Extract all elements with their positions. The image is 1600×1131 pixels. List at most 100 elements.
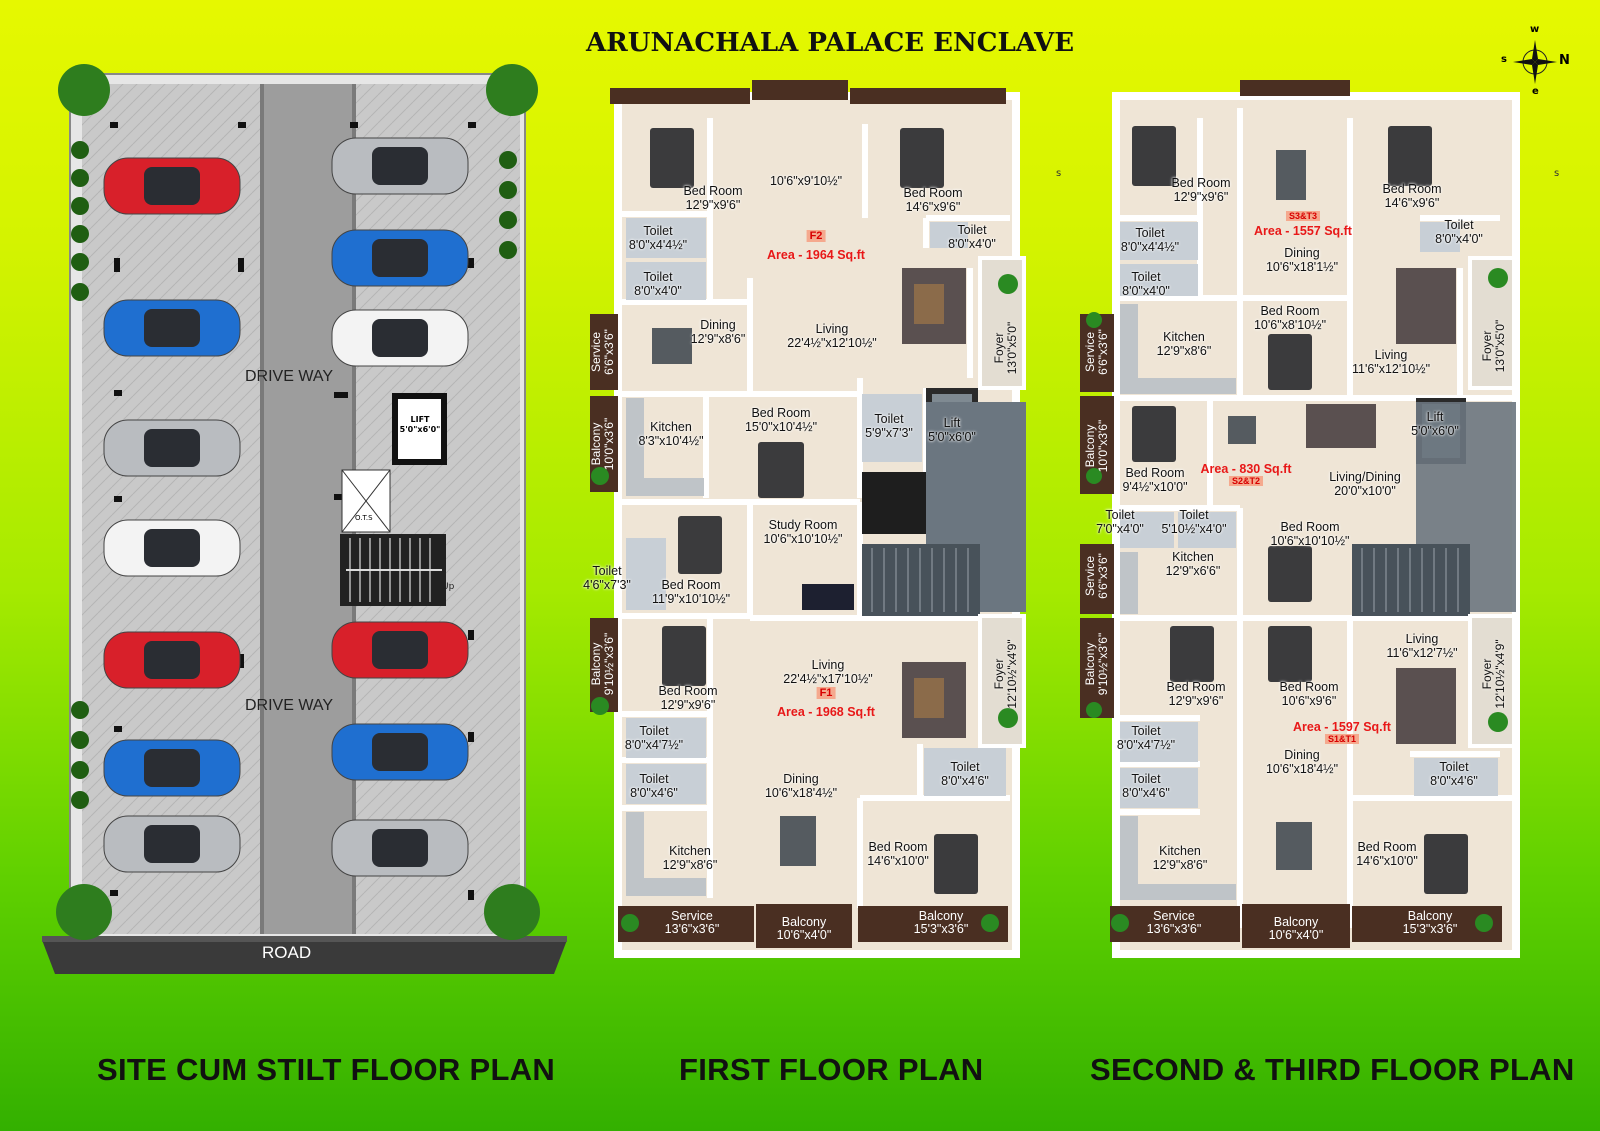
- car-left-6: [103, 815, 241, 873]
- drive-way-label-1: DRIVE WAY: [245, 368, 334, 385]
- car-left-0: [103, 157, 241, 215]
- compass-s: s: [1501, 54, 1507, 65]
- car-right-0: [331, 137, 469, 195]
- second-floor-drawing: [1080, 80, 1520, 958]
- car-right-2: [331, 309, 469, 367]
- car-left-3: [103, 519, 241, 577]
- compass-rose: w N s e: [1495, 22, 1575, 102]
- stair-up-label: Up: [442, 582, 455, 592]
- compass-e: e: [1532, 86, 1539, 97]
- caption-second-third-floor: SECOND & THIRD FLOOR PLAN: [1090, 1052, 1575, 1087]
- sf-s3-tag: S3&T3: [1285, 211, 1321, 221]
- car-left-5: [103, 739, 241, 797]
- lift-name: LIFT: [410, 415, 430, 424]
- car-right-5: [331, 819, 469, 877]
- sf-s1-area: Area - 1597 Sq.ft: [1293, 720, 1391, 734]
- page-title: ARUNACHALA PALACE ENCLAVE: [586, 28, 1075, 58]
- car-right-4: [331, 723, 469, 781]
- sf-s3-area: Area - 1557 Sq.ft: [1254, 224, 1352, 238]
- ff-f1-tag: F1: [816, 687, 836, 699]
- car-left-2: [103, 419, 241, 477]
- compass-w: w: [1530, 24, 1540, 35]
- sf-s2-tag: S2&T2: [1228, 476, 1264, 486]
- car-right-1: [331, 229, 469, 287]
- sf-s1-tag: S1&T1: [1324, 734, 1360, 744]
- car-right-3: [331, 621, 469, 679]
- site-plan-drawing: [42, 64, 567, 974]
- caption-first-floor: FIRST FLOOR PLAN: [679, 1052, 984, 1087]
- sf-s2-area: Area - 830 Sq.ft: [1200, 462, 1292, 476]
- drive-way-label-2: DRIVE WAY: [245, 697, 334, 714]
- ff-f1-area: Area - 1968 Sq.ft: [777, 705, 875, 719]
- ff-f2-tag: F2: [806, 230, 826, 242]
- road-label: ROAD: [262, 943, 312, 962]
- first-floor-drawing: [590, 80, 1026, 958]
- ots-label: O.T.S: [355, 514, 373, 522]
- caption-site-plan: SITE CUM STILT FLOOR PLAN: [97, 1052, 556, 1087]
- ff-passage: 10'6"x9'10½": [769, 174, 843, 188]
- car-left-4: [103, 631, 241, 689]
- compass-n: N: [1559, 53, 1570, 68]
